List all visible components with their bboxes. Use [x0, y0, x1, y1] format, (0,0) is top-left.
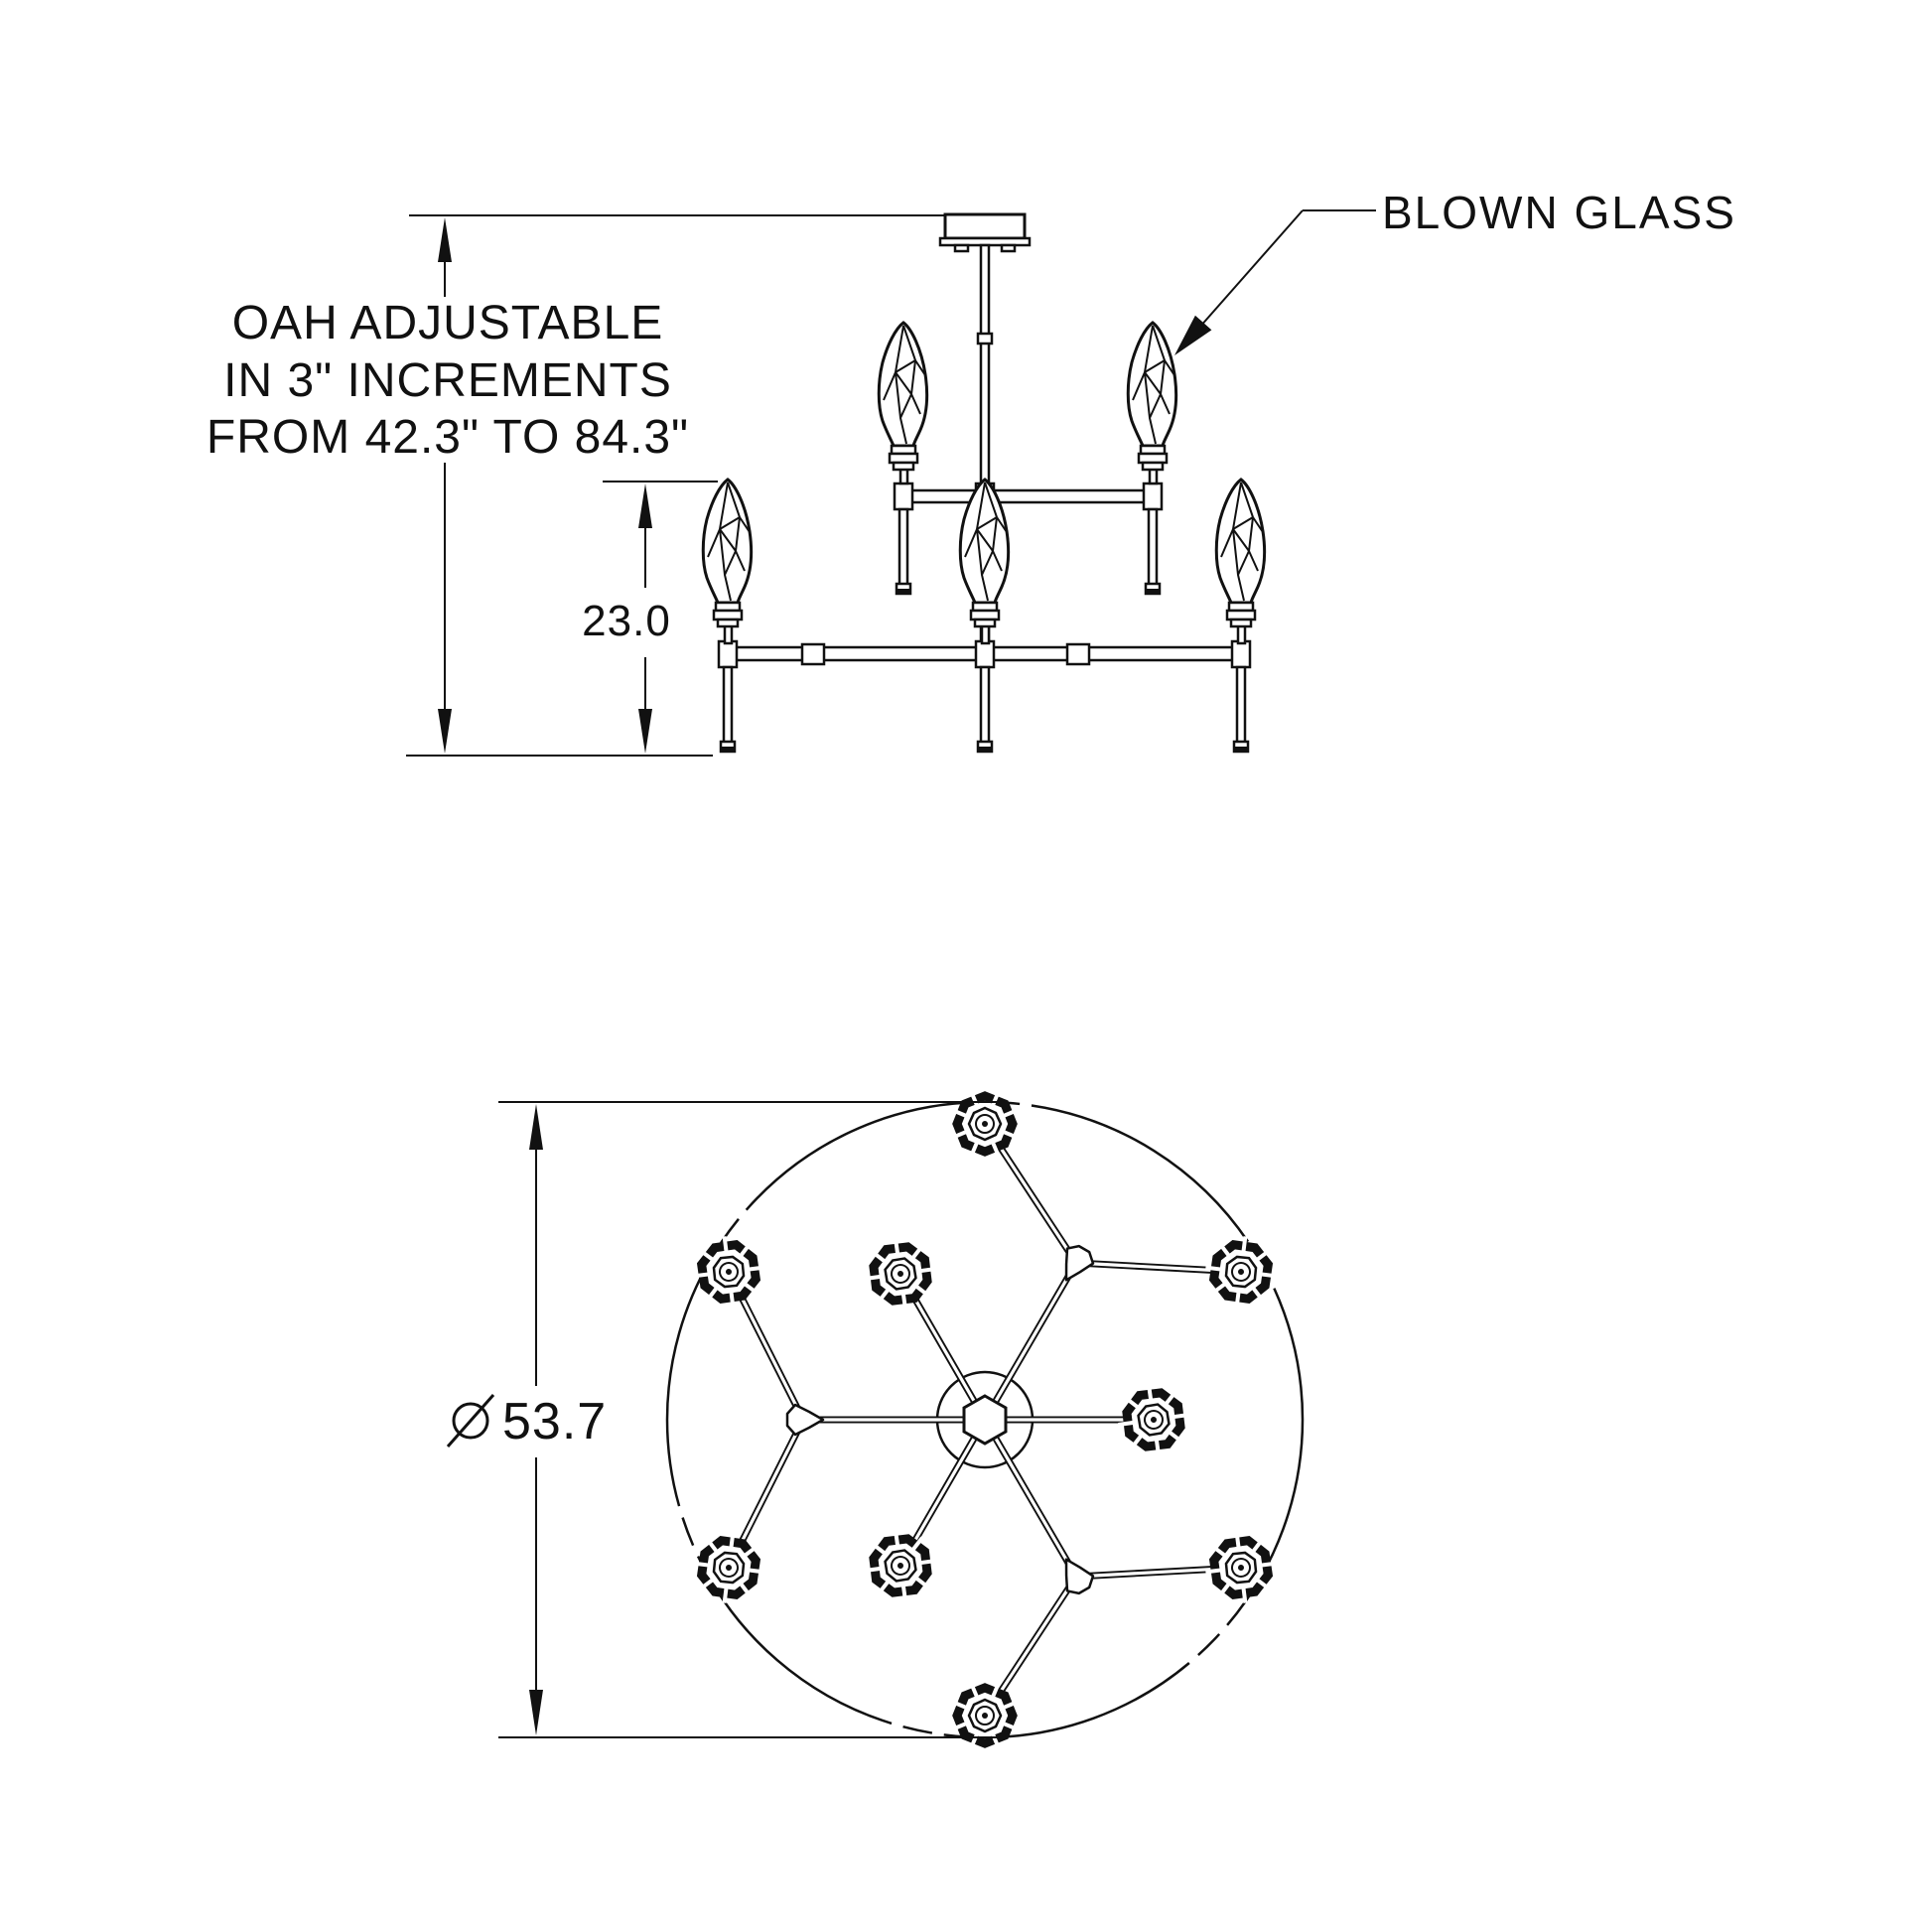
diameter-arrowhead-up-icon	[529, 1104, 543, 1150]
oah-note-line3: FROM 42.3" TO 84.3"	[207, 411, 689, 464]
plan-shade-lower-left	[684, 1523, 773, 1612]
material-callout-label: BLOWN GLASS	[1382, 187, 1736, 238]
leader-arrowhead-icon	[1174, 315, 1212, 355]
elevation-view: OAH ADJUSTABLE IN 3" INCREMENTS FROM 42.…	[207, 187, 1736, 757]
diameter-symbol-icon	[446, 1394, 495, 1448]
oah-note-line1: OAH ADJUSTABLE	[232, 297, 664, 349]
upper-crossbar-left-connector	[893, 482, 914, 511]
upper-finial-cap-left	[895, 582, 912, 597]
upper-shade-left	[877, 321, 929, 472]
diameter-arrowhead-down-icon	[529, 1690, 543, 1735]
oah-arrowhead-up-icon	[438, 217, 452, 262]
oah-arrowhead-down-icon	[438, 709, 452, 754]
lower-crossbar-coupler-right	[1065, 642, 1091, 666]
upper-crossbar-right-connector	[1142, 482, 1164, 511]
lower-finial-rods	[719, 665, 1250, 755]
tier-arrowhead-up-icon	[638, 483, 652, 528]
diameter-dimension: 53.7	[446, 1101, 1005, 1738]
upper-finial-rod-left	[897, 507, 909, 587]
arm-splitter-left	[785, 1403, 825, 1437]
plan-shade-top	[952, 1091, 1018, 1157]
canopy-body	[943, 212, 1027, 240]
oah-dimension: OAH ADJUSTABLE IN 3" INCREMENTS FROM 42.…	[207, 214, 945, 757]
lower-crossbar-center-connector	[974, 639, 996, 669]
hub-hexagon	[962, 1394, 1008, 1446]
arm-splitter-upper-right	[1051, 1240, 1099, 1290]
lower-crossbar-right-connector	[1230, 639, 1252, 669]
tier-arrowhead-down-icon	[638, 709, 652, 754]
plan-shade-inner-upper-left	[861, 1234, 941, 1314]
lower-shade-left	[701, 478, 754, 628]
lower-tier	[701, 478, 1267, 755]
upper-shade-right	[1126, 321, 1178, 472]
upper-crossbar	[901, 488, 1155, 504]
plan-shade-bottom	[952, 1683, 1018, 1748]
upper-finial-rod-right	[1147, 507, 1159, 587]
upper-finial-cap-right	[1144, 582, 1162, 597]
plan-shade-upper-left	[684, 1227, 773, 1316]
tier-spacing-value: 23.0	[582, 597, 671, 645]
tier-spacing-dimension: 23.0	[582, 481, 718, 754]
oah-note-line2: IN 3" INCREMENTS	[223, 354, 672, 407]
diameter-value: 53.7	[502, 1393, 607, 1450]
upper-tier	[877, 321, 1178, 597]
arm-splitter-lower-right	[1051, 1550, 1099, 1599]
downrod-coupler	[976, 332, 994, 345]
blown-glass-callout: BLOWN GLASS	[1174, 187, 1736, 355]
lower-crossbar-coupler-left	[800, 642, 826, 666]
plan-shade-inner-lower-left	[861, 1526, 941, 1606]
plan-shade-inner-right	[1114, 1380, 1194, 1460]
plan-view: 53.7	[446, 1091, 1305, 1748]
lower-crossbar-left-connector	[717, 639, 739, 669]
lower-shade-right	[1214, 478, 1267, 628]
